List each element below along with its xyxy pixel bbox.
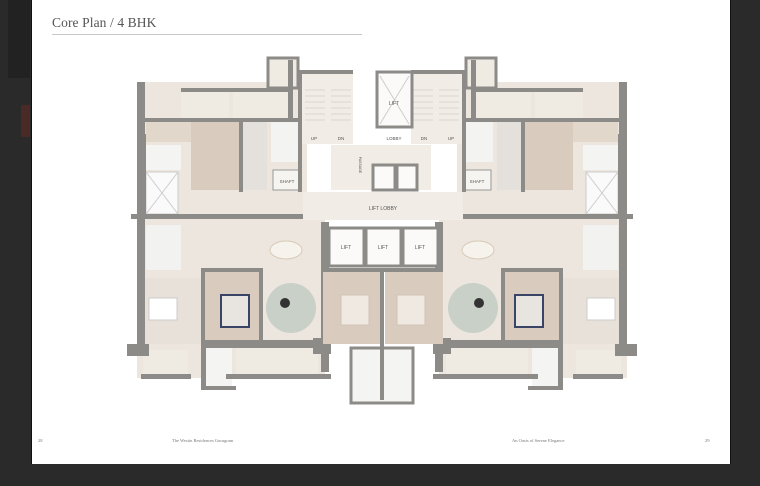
title-divider: [52, 34, 362, 35]
label-lift-a: LIFT: [341, 245, 351, 251]
label-dn-left: DN: [338, 136, 345, 141]
bed: [396, 294, 426, 326]
label-up-left: UP: [311, 136, 317, 141]
footer-left-text: The Westin Residences Gurugram: [172, 438, 234, 443]
shaft-small: [395, 163, 419, 192]
label-lift-b: LIFT: [378, 245, 388, 251]
living-rug: [266, 283, 316, 333]
label-lift-c: LIFT: [415, 245, 425, 251]
kitchen: [243, 122, 267, 190]
lift-c: [401, 226, 440, 268]
footer-right-page-number: 29: [705, 438, 710, 443]
balcony: [143, 350, 188, 378]
bathroom: [206, 348, 232, 386]
walls: [127, 60, 353, 390]
bed: [340, 294, 370, 326]
wardrobe: [146, 122, 191, 142]
balcony: [236, 347, 318, 374]
footer-left-page-number: 28: [38, 438, 43, 443]
staircase: [301, 74, 353, 144]
dining-table: [269, 240, 303, 260]
bed: [220, 294, 250, 328]
footer-right-text: An Oasis of Serene Elegance: [512, 438, 565, 443]
document-page: Core Plan / 4 BHK: [31, 0, 731, 464]
utility: [271, 122, 299, 162]
bathroom: [146, 145, 181, 170]
label-up-right: UP: [448, 136, 454, 141]
label-passage: PASSAGE: [358, 157, 362, 174]
label-dn-right: DN: [421, 136, 428, 141]
balcony: [181, 92, 229, 118]
floor-plan-right-wing: [409, 56, 639, 392]
bathroom: [146, 225, 181, 270]
shaft-small: [371, 163, 397, 192]
coffee-table: [280, 298, 290, 308]
bedroom: [191, 122, 241, 190]
floor-plan-left-wing: [127, 56, 353, 390]
page-title: Core Plan / 4 BHK: [52, 15, 157, 30]
lift-b: [364, 226, 403, 268]
background-panel: [8, 0, 30, 78]
balcony: [233, 92, 288, 118]
floor-plan: LIFT LOBBY PASSAGE LIFT LOBBY LIFT LIFT …: [127, 56, 639, 405]
balcony: [266, 56, 300, 90]
label-lobby: LOBBY: [386, 136, 401, 141]
bed: [148, 297, 178, 321]
label-shaft-right: SHAFT: [470, 179, 485, 184]
label-shaft-left: SHAFT: [280, 179, 295, 184]
side-tab[interactable]: [21, 105, 30, 137]
label-lift-lobby: LIFT LOBBY: [369, 206, 398, 212]
label-lift-top: LIFT: [389, 101, 399, 107]
lift-lobby: [303, 192, 463, 220]
floor-plan-core: LIFT LOBBY PASSAGE LIFT LOBBY LIFT LIFT …: [280, 70, 485, 405]
lift-a: [327, 226, 366, 268]
